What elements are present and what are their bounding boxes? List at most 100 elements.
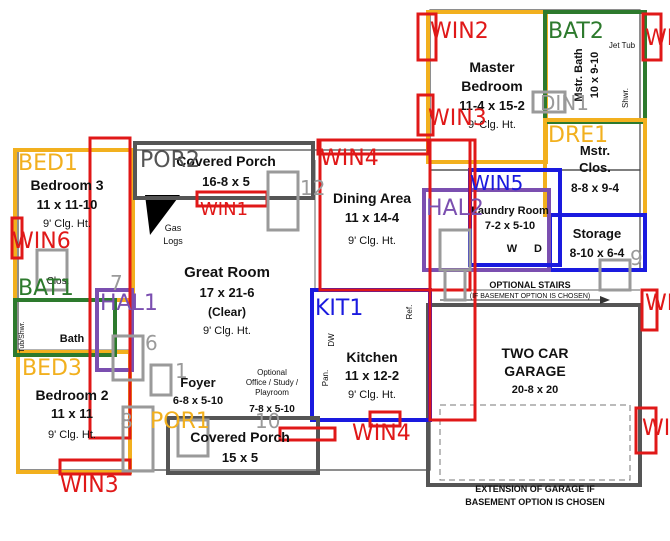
tag-9: 9: [630, 246, 643, 270]
box-great-room-window: [88, 136, 132, 440]
dining-size: 11 x 14-4: [345, 210, 400, 225]
optional-stairs-label: OPTIONAL STAIRS: [489, 280, 570, 290]
storage-size: 8-10 x 6-4: [570, 246, 625, 260]
fireplace-symbol: [145, 195, 180, 235]
laundry-size: 7-2 x 5-10: [485, 220, 535, 232]
master-closet-size: 8-8 x 9-4: [571, 181, 619, 195]
tag-win5: WIN5: [470, 171, 523, 195]
bedroom3-note: 9' Clg. Ht.: [43, 218, 91, 230]
tag-10: 10: [255, 409, 280, 433]
tag-bed3: BED3: [22, 356, 82, 381]
tag-win1: WIN1: [200, 199, 248, 220]
bedroom2-note: 9' Clg. Ht.: [48, 429, 96, 441]
gas-logs-line1: Gas: [165, 223, 182, 233]
tag-6: 6: [145, 331, 158, 355]
dining-note: 9' Clg. Ht.: [348, 235, 396, 247]
tag-bat1: BAT1: [18, 276, 74, 301]
tag-win3: WIN3: [428, 106, 487, 131]
gas-logs-line2: Logs: [163, 236, 183, 246]
laundry-d: D: [534, 243, 542, 255]
master-bedroom-name: Master: [469, 59, 515, 75]
laundry-w: W: [507, 243, 518, 255]
garage-name2: GARAGE: [504, 363, 565, 379]
box-covered-porch-bottom: [166, 416, 320, 475]
bath-label: Bath: [60, 333, 85, 345]
bedroom2-name: Bedroom 2: [35, 387, 108, 403]
storage-name: Storage: [573, 226, 621, 241]
covered-porch-bottom-size: 15 x 5: [222, 450, 258, 465]
box-laundry-hall: [422, 188, 551, 272]
box-bath: [13, 298, 117, 357]
box-garage-window: [428, 138, 477, 422]
tag-8: 8: [120, 409, 133, 433]
tag-kit1: KIT1: [315, 296, 363, 321]
great-room-size: 17 x 21-6: [200, 285, 255, 300]
covered-porch-top-size: 16-8 x 5: [202, 174, 250, 189]
tag-12: 12: [300, 176, 325, 200]
tag-hal1: HAL1: [100, 291, 158, 316]
tag-dre1: DRE1: [548, 123, 608, 148]
master-closet-name: Mstr.: [580, 143, 610, 158]
foyer-size: 6-8 x 5-10: [173, 395, 223, 407]
kitchen-size: 11 x 12-2: [345, 368, 399, 383]
master-bedroom-note: 9' Clg. Ht.: [468, 119, 516, 131]
door-markers: [35, 90, 632, 473]
covered-porch-bottom-name: Covered Porch: [190, 429, 290, 445]
laundry-name: Laundry Room: [471, 205, 549, 217]
tag-win4: WIN4: [320, 146, 379, 171]
shower-label: Shwr.: [621, 88, 630, 108]
pantry-label: Pan.: [321, 370, 330, 386]
kitchen-note: 9' Clg. Ht.: [348, 389, 396, 401]
garage-extension-dashed: [439, 404, 631, 481]
kitchen-name: Kitchen: [346, 349, 397, 365]
tag-win-right-bottom: WI: [642, 416, 670, 441]
tag-hal2: HAL2: [426, 196, 484, 221]
garage-ext-line2: BASEMENT OPTION IS CHOSEN: [465, 497, 605, 507]
tag-win2: WIN2: [430, 19, 489, 44]
garage-name: TWO CAR: [502, 345, 569, 361]
tag-por2: POR2: [140, 148, 200, 173]
refrigerator-label: Ref.: [405, 305, 414, 320]
master-bath-size: 10 x 9-10: [589, 52, 601, 98]
tag-win-bottom-left: WIN3: [60, 473, 119, 498]
garage-ext-line1: EXTENSION OF GARAGE IF: [475, 484, 595, 494]
closet-label: Clos.: [47, 276, 70, 287]
window-markers: [10, 12, 663, 476]
optional-stairs: [440, 296, 610, 304]
tag-bat2: BAT2: [548, 19, 604, 44]
tag-7: 7: [110, 271, 123, 295]
dishwasher-label: DW: [327, 333, 336, 347]
tag-din1: DIN1: [540, 91, 589, 115]
box-covered-porch-top: [133, 141, 315, 200]
annotation-tags: WIN2 BAT2 WI DIN1 WIN3 DRE1 BED1 POR2 WI…: [12, 19, 670, 498]
great-room-clear: (Clear): [208, 305, 246, 319]
tag-por1: POR1: [150, 409, 210, 434]
master-bedroom-size: 11-4 x 15-2: [459, 98, 525, 113]
office-size: 7-8 x 5-10: [249, 404, 295, 415]
garage-size: 20-8 x 20: [512, 384, 558, 396]
great-room-name: Great Room: [184, 264, 270, 281]
office-line2: Office / Study /: [246, 378, 299, 387]
tag-bed1: BED1: [18, 151, 78, 176]
great-room-note: 9' Clg. Ht.: [203, 325, 251, 337]
bedroom3-name: Bedroom 3: [30, 177, 103, 193]
bedroom3-size: 11 x 11-10: [37, 197, 98, 212]
covered-porch-top-name: Covered Porch: [176, 153, 276, 169]
office-line3: Playroom: [255, 388, 289, 397]
dining-name: Dining Area: [333, 190, 411, 206]
bedroom2-size: 11 x 11: [51, 406, 93, 421]
master-bath-name: Mstr. Bath: [573, 48, 585, 101]
tag-win-right-mid: WI: [645, 291, 670, 316]
master-closet-name2: Clos.: [579, 160, 611, 175]
tag-win-bottom-kitchen: WIN4: [352, 421, 411, 446]
tag-win-right-top: WI: [645, 26, 670, 51]
jet-tub-label: Jet Tub: [609, 41, 636, 50]
room-labels: Master Bedroom 11-4 x 15-2 9' Clg. Ht. M…: [19, 41, 636, 507]
master-bedroom-name2: Bedroom: [461, 78, 522, 94]
tag-1: 1: [175, 359, 188, 383]
foyer-name: Foyer: [180, 375, 215, 390]
basement-option-note: (IF BASEMENT OPTION IS CHOSEN): [470, 293, 590, 300]
tubshwr-label: Tub/Shwr.: [19, 321, 26, 352]
office-line1: Optional: [257, 368, 287, 377]
